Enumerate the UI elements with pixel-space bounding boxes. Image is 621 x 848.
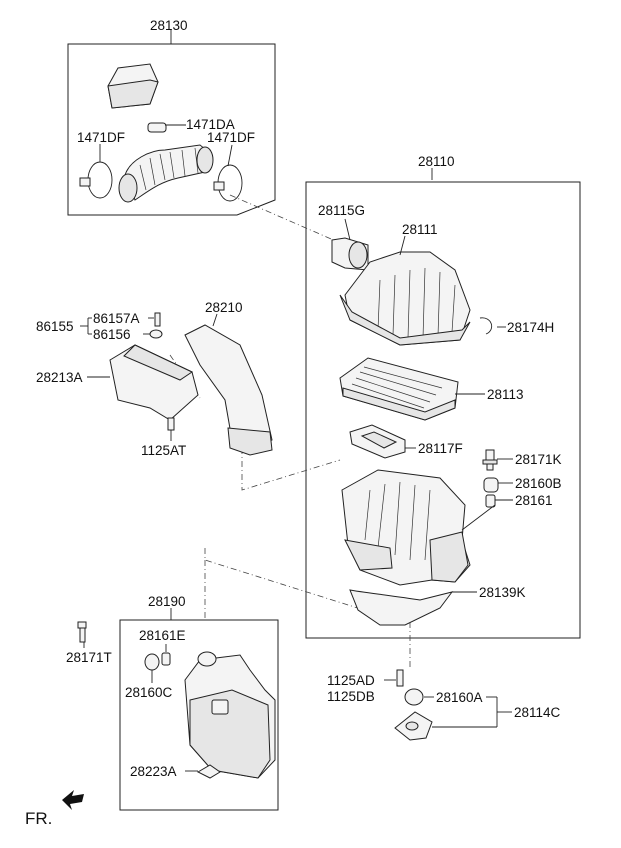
bracket-28213A-part [109, 344, 199, 421]
bolt-1125AT-part [167, 417, 175, 431]
label-28161: 28161 [515, 493, 553, 508]
clamp-1471DF-left-part [79, 161, 113, 199]
washer-86156-part [149, 329, 163, 339]
label-1471DA: 1471DA [186, 117, 235, 132]
frame-28130-group [67, 43, 276, 216]
duct-28210-part [184, 324, 273, 456]
frame-28110-group [305, 181, 581, 639]
label-28190: 28190 [148, 594, 186, 609]
lower-case-part [341, 469, 471, 586]
bushing-28161E-part [161, 652, 171, 666]
label-86156: 86156 [93, 327, 131, 342]
air-cleaner-cover-28111-part [339, 251, 471, 346]
front-direction-label: FR. [25, 809, 52, 828]
clamp-1471DA-part [147, 122, 167, 133]
bracket-28114C-part [394, 711, 433, 741]
label-28110: 28110 [418, 154, 455, 169]
centerline-resonator [204, 548, 381, 616]
front-direction-arrow-icon [62, 790, 84, 810]
label-28160C: 28160C [125, 685, 173, 700]
frame-28190-group [119, 619, 279, 811]
label-28113: 28113 [487, 387, 524, 402]
clip-28174H-part [479, 317, 493, 335]
centerline-duct-to-case [241, 448, 341, 491]
label-28213A: 28213A [36, 370, 83, 385]
label-86155: 86155 [36, 319, 74, 334]
label-28171T: 28171T [66, 650, 112, 665]
intake-cap-part [107, 63, 159, 109]
label-28160B: 28160B [515, 476, 562, 491]
cover-28139K-part [349, 589, 454, 626]
label-28160A: 28160A [436, 690, 483, 705]
label-1471DF-right: 1471DF [207, 130, 255, 145]
label-28161E: 28161E [139, 628, 186, 643]
drain-28223A-part [196, 764, 221, 779]
insulator-28160B-part [483, 477, 499, 493]
label-1125AD: 1125AD [327, 673, 375, 688]
label-28111: 28111 [402, 222, 438, 237]
label-28115G: 28115G [318, 203, 365, 218]
centerline-hose-to-cover [229, 194, 346, 246]
label-28171K: 28171K [515, 452, 562, 467]
filter-element-28113-part [339, 357, 459, 421]
label-28117F: 28117F [418, 441, 463, 456]
label-86157A: 86157A [93, 311, 140, 326]
bolt-28171T-part [77, 621, 87, 643]
label-1125DB: 1125DB [327, 689, 375, 704]
label-1125AT: 1125AT [141, 443, 186, 458]
insulator-28160A-part [404, 688, 424, 706]
bushing-28161-part [485, 494, 496, 508]
label-28174H: 28174H [507, 320, 554, 335]
duct-adapter-28115G-part [331, 237, 369, 271]
bolt-1125AD-part [396, 669, 404, 687]
label-28210: 28210 [205, 300, 243, 315]
label-1471DF-left: 1471DF [77, 130, 125, 145]
insulator-28160C-part [144, 653, 160, 671]
screw-86157A-part [154, 312, 161, 327]
bolt-28171K-part [482, 449, 498, 471]
label-28130: 28130 [150, 18, 188, 33]
intake-hose-part [118, 144, 214, 203]
label-28139K: 28139K [479, 585, 526, 600]
clamp-1471DF-right-part [213, 164, 243, 202]
gasket-28117F-part [349, 424, 406, 459]
resonator-28190-part [184, 651, 276, 779]
label-28114C: 28114C [514, 705, 561, 720]
label-28223A: 28223A [130, 764, 177, 779]
